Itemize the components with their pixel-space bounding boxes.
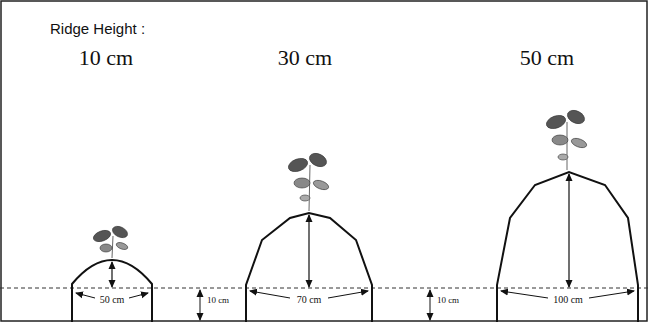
ridge-outline xyxy=(497,172,638,322)
plant xyxy=(92,224,130,258)
width-arrow xyxy=(250,291,290,298)
height-arrow xyxy=(111,262,112,287)
width-dimension: 70 cm xyxy=(296,295,323,305)
height-arrow xyxy=(308,215,309,287)
ridge-height-label: 30 cm xyxy=(277,47,333,69)
depth-dimension: 10 cm xyxy=(206,296,230,305)
depth-dimension: 10 cm xyxy=(436,296,460,305)
width-arrow xyxy=(328,291,368,298)
width-arrow xyxy=(76,293,95,298)
plant xyxy=(545,108,588,170)
figure-heading: Ridge Height : xyxy=(50,21,145,36)
width-arrow xyxy=(589,291,634,298)
ridge-outline xyxy=(72,260,152,322)
width-dimension: 50 cm xyxy=(99,295,126,305)
width-arrow xyxy=(129,293,148,298)
ridge-outline xyxy=(246,213,372,322)
width-dimension: 100 cm xyxy=(552,295,584,305)
ridge-height-label: 50 cm xyxy=(519,47,575,69)
ground-line xyxy=(0,288,648,289)
ridge-height-label: 10 cm xyxy=(78,47,134,69)
depth-arrow xyxy=(200,290,201,320)
depth-arrow xyxy=(430,290,431,320)
width-arrow xyxy=(501,291,548,298)
plant xyxy=(287,151,330,211)
height-arrow xyxy=(568,174,569,287)
